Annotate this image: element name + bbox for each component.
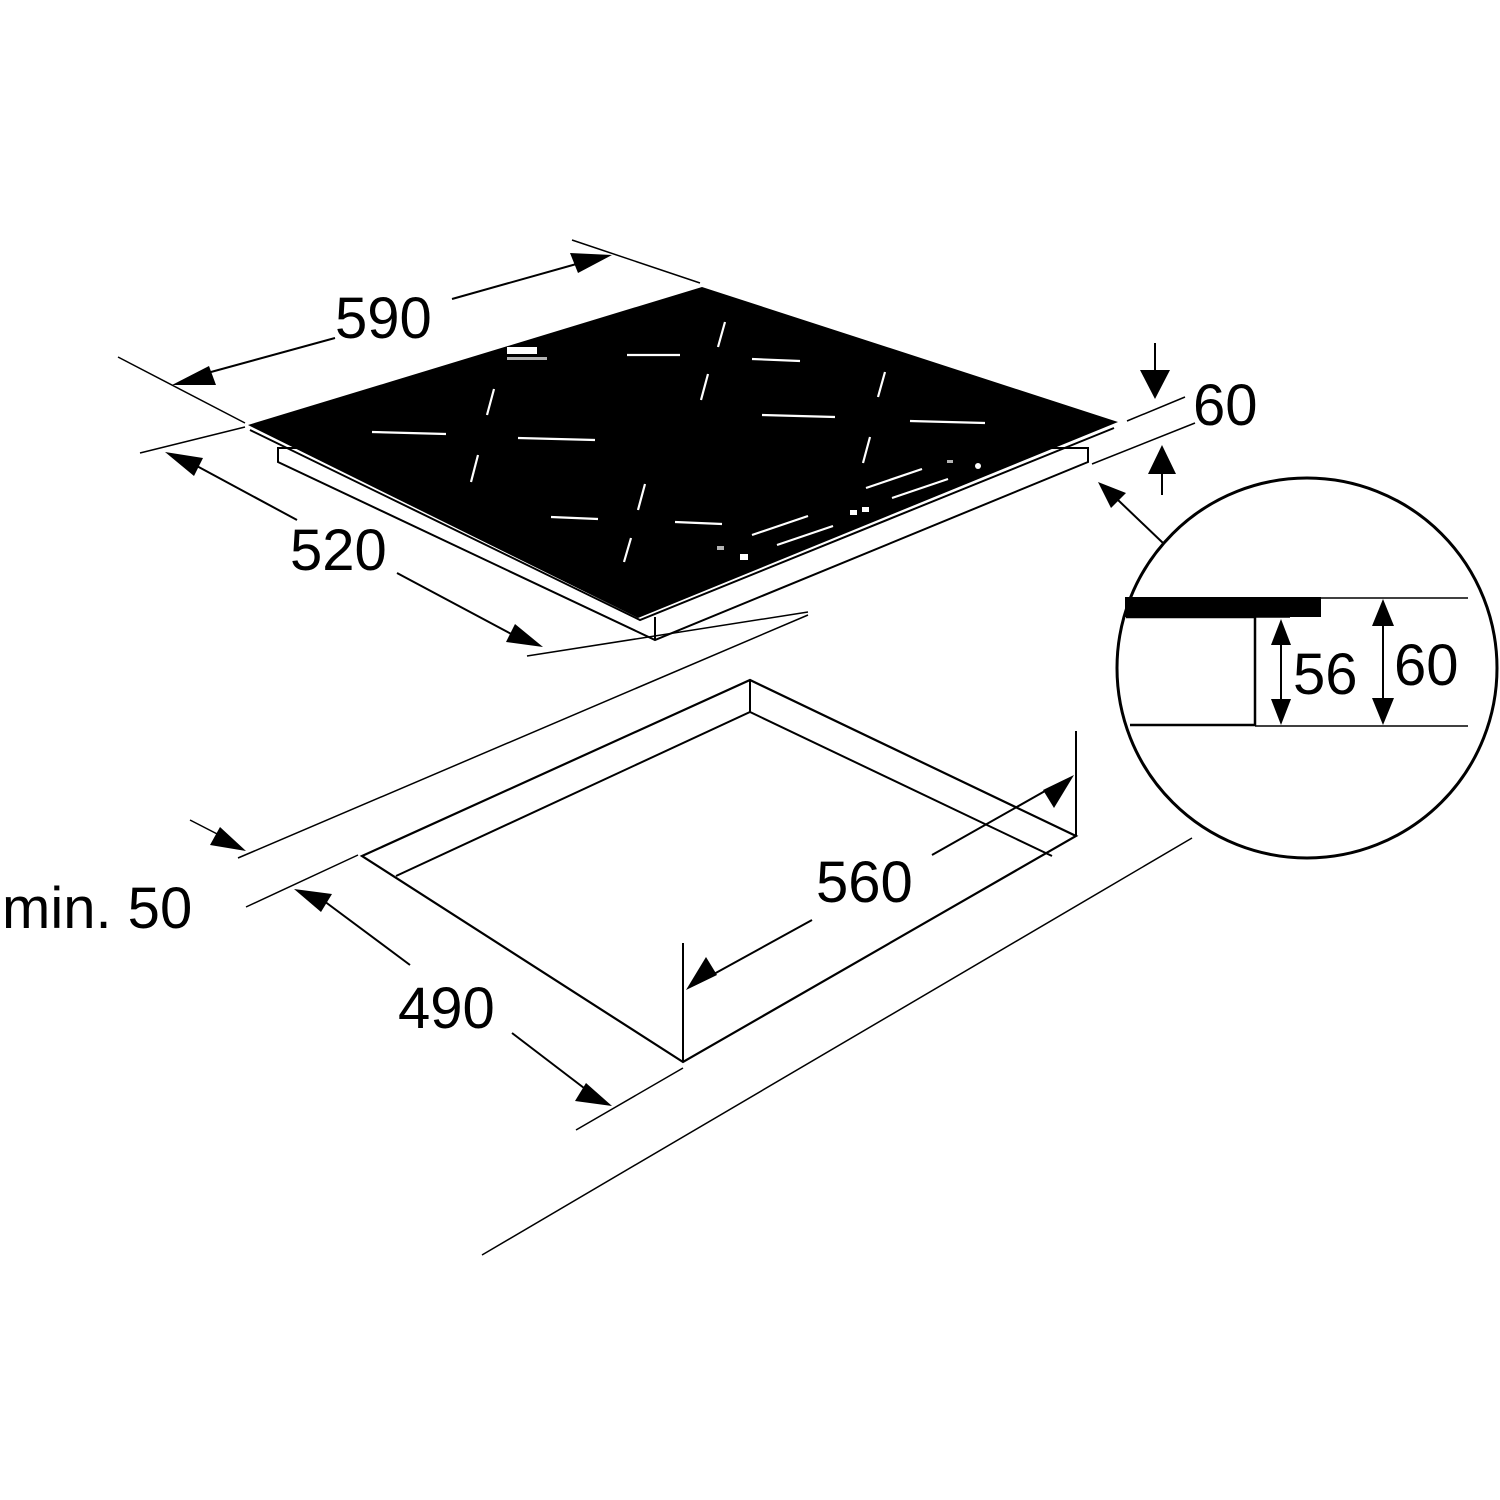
dimension-min-distance: min. 50 [2,819,246,941]
power-button-icon [975,463,981,469]
leader-line [1117,499,1164,544]
hob-glass-rim [249,427,1115,622]
extension-line [139,426,246,454]
dimension-line [396,572,516,637]
arrowhead [1271,699,1291,725]
dimension-line [931,790,1046,856]
dimension-label-depth: 520 [290,518,387,583]
dimension-line [199,337,336,376]
dimension-label-detail-inner: 56 [1293,642,1358,707]
dimension-label-cutout-depth: 490 [398,976,495,1041]
hob-drawing [248,287,1118,642]
extension-line [117,356,246,424]
worktop-back-edge [237,614,809,859]
arrowhead [1043,775,1074,808]
arrowhead [1140,370,1170,399]
extension-line [1091,422,1196,465]
arrowhead [506,624,543,647]
extension-line [245,854,359,908]
dimension-cutout-depth: 490 [245,854,684,1131]
cutout [359,678,1079,1064]
dimension-label-detail-outer: 60 [1394,633,1459,698]
dimension-label-height: 60 [1193,373,1258,438]
detail-pointer [1098,482,1164,544]
dimension-line [511,1032,585,1089]
control-button-icon [850,510,857,515]
extension-line [575,1067,684,1131]
dimension-depth: 520 [139,426,809,657]
arrowhead [570,253,612,273]
arrowhead [686,957,717,990]
control-button-icon [717,546,724,550]
dimension-label-width: 590 [335,286,432,351]
worktop [237,614,1193,1256]
dimension-line [194,464,298,521]
brand-logo [507,347,547,360]
control-button-icon [740,554,748,560]
hob-glass [248,287,1118,618]
arrowhead [294,889,332,912]
cooking-zone-marks [371,321,986,563]
dimension-width: 590 [117,239,701,424]
control-button-icon [947,460,953,463]
arrowhead [1148,445,1176,474]
control-button-icon [862,507,869,512]
worktop-front-edge [481,837,1193,1256]
dimension-height: 60 [1091,343,1258,495]
extension-line [1126,396,1186,422]
arrowhead [210,827,246,851]
extension-line [571,239,701,284]
dimension-label-cutout-width: 560 [816,850,913,915]
arrowhead [1098,482,1126,508]
arrowhead [1372,599,1394,626]
arrowhead [575,1083,612,1106]
dimension-line [451,262,581,300]
extension-line [526,611,809,657]
arrowhead [1372,698,1394,725]
control-panel [717,460,981,560]
detail-circle [1115,476,1499,860]
dimension-line [702,919,813,981]
arrowhead [1271,619,1291,645]
arrowhead [165,452,203,476]
detail-glass-section [1125,597,1321,617]
detail-body-section [1126,615,1257,727]
section-detail: 56 60 [1115,476,1499,860]
dimension-label-min-distance: min. 50 [2,876,192,941]
arrowhead [172,366,216,385]
dimension-line [319,897,411,966]
cutout-inner-edge [395,710,1053,877]
dimension-cutout-width: 560 [686,775,1074,990]
